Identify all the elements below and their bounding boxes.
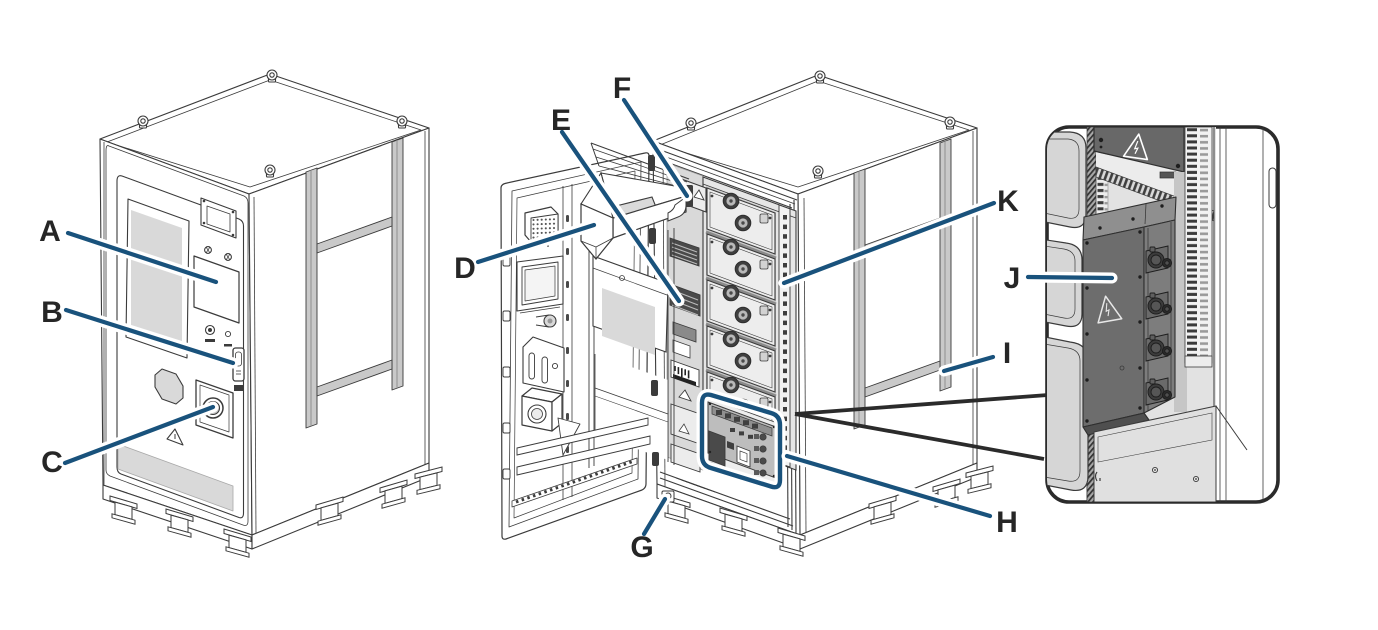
svg-text:F: F [613, 72, 631, 105]
svg-text:E: E [551, 104, 571, 137]
svg-text:K: K [997, 185, 1019, 218]
svg-text:G: G [630, 531, 653, 564]
svg-text:C: C [41, 446, 63, 479]
svg-text:A: A [39, 215, 61, 248]
svg-text:H: H [996, 506, 1018, 539]
svg-text:D: D [454, 252, 476, 285]
svg-text:J: J [1004, 262, 1021, 295]
svg-text:B: B [41, 296, 63, 329]
svg-text:I: I [1003, 337, 1011, 370]
